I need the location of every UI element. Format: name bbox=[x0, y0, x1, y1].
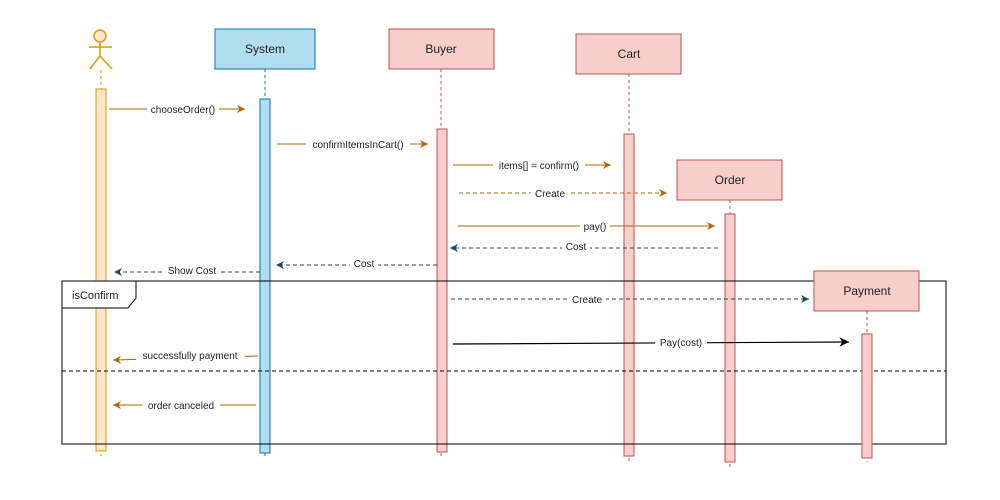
message-create-payment: Create bbox=[451, 292, 809, 306]
message-cost-from-order-label: Cost bbox=[566, 242, 587, 253]
buyer-participant: Buyer bbox=[388, 28, 495, 70]
message-items-confirm: items[] = confirm() bbox=[453, 158, 611, 172]
message-pay-label: pay() bbox=[584, 222, 607, 233]
is-confirm-fragment: isConfirm bbox=[61, 280, 947, 445]
message-confirm-items-label: confirmItemsInCart() bbox=[312, 140, 403, 151]
buyer-activation bbox=[436, 128, 448, 453]
message-successfully-payment: successfully payment bbox=[112, 349, 259, 364]
actor-icon bbox=[89, 29, 113, 70]
message-create-order: Create bbox=[459, 186, 667, 200]
message-order-canceled-label: order canceled bbox=[148, 401, 214, 412]
order-activation bbox=[724, 213, 736, 463]
message-order-canceled: order canceled bbox=[113, 398, 256, 412]
fragment-label: isConfirm bbox=[72, 290, 118, 302]
message-pay-cost: Pay(cost) bbox=[452, 336, 850, 350]
system-activation bbox=[259, 98, 271, 454]
payment-label: Payment bbox=[843, 284, 891, 298]
message-confirm-items: confirmItemsInCart() bbox=[277, 137, 428, 151]
order-participant: Order bbox=[676, 159, 783, 201]
system-label: System bbox=[245, 42, 285, 56]
message-create-payment-label: Create bbox=[572, 295, 602, 306]
message-pay: pay() bbox=[458, 219, 715, 233]
message-create-order-label: Create bbox=[535, 189, 565, 200]
message-choose-order: chooseOrder() bbox=[109, 102, 245, 116]
buyer-label: Buyer bbox=[425, 42, 456, 56]
message-show-cost-label: Show Cost bbox=[168, 266, 217, 277]
cart-activation bbox=[623, 133, 635, 457]
actor-activation bbox=[95, 88, 107, 452]
order-label: Order bbox=[715, 173, 746, 187]
message-cost-to-system: Cost bbox=[276, 257, 437, 271]
message-show-cost: Show Cost bbox=[114, 264, 260, 278]
cart-label: Cart bbox=[618, 47, 641, 61]
message-pay-cost-label: Pay(cost) bbox=[660, 338, 702, 349]
message-items-confirm-label: items[] = confirm() bbox=[499, 161, 579, 172]
message-cost-to-system-label: Cost bbox=[354, 259, 375, 270]
payment-activation bbox=[861, 333, 873, 459]
message-choose-order-label: chooseOrder() bbox=[151, 105, 215, 116]
payment-participant: Payment bbox=[813, 270, 920, 312]
system-participant: System bbox=[214, 28, 316, 70]
cart-participant: Cart bbox=[575, 33, 682, 75]
message-cost-from-order: Cost bbox=[450, 240, 718, 254]
message-successfully-payment-label: successfully payment bbox=[142, 351, 237, 362]
